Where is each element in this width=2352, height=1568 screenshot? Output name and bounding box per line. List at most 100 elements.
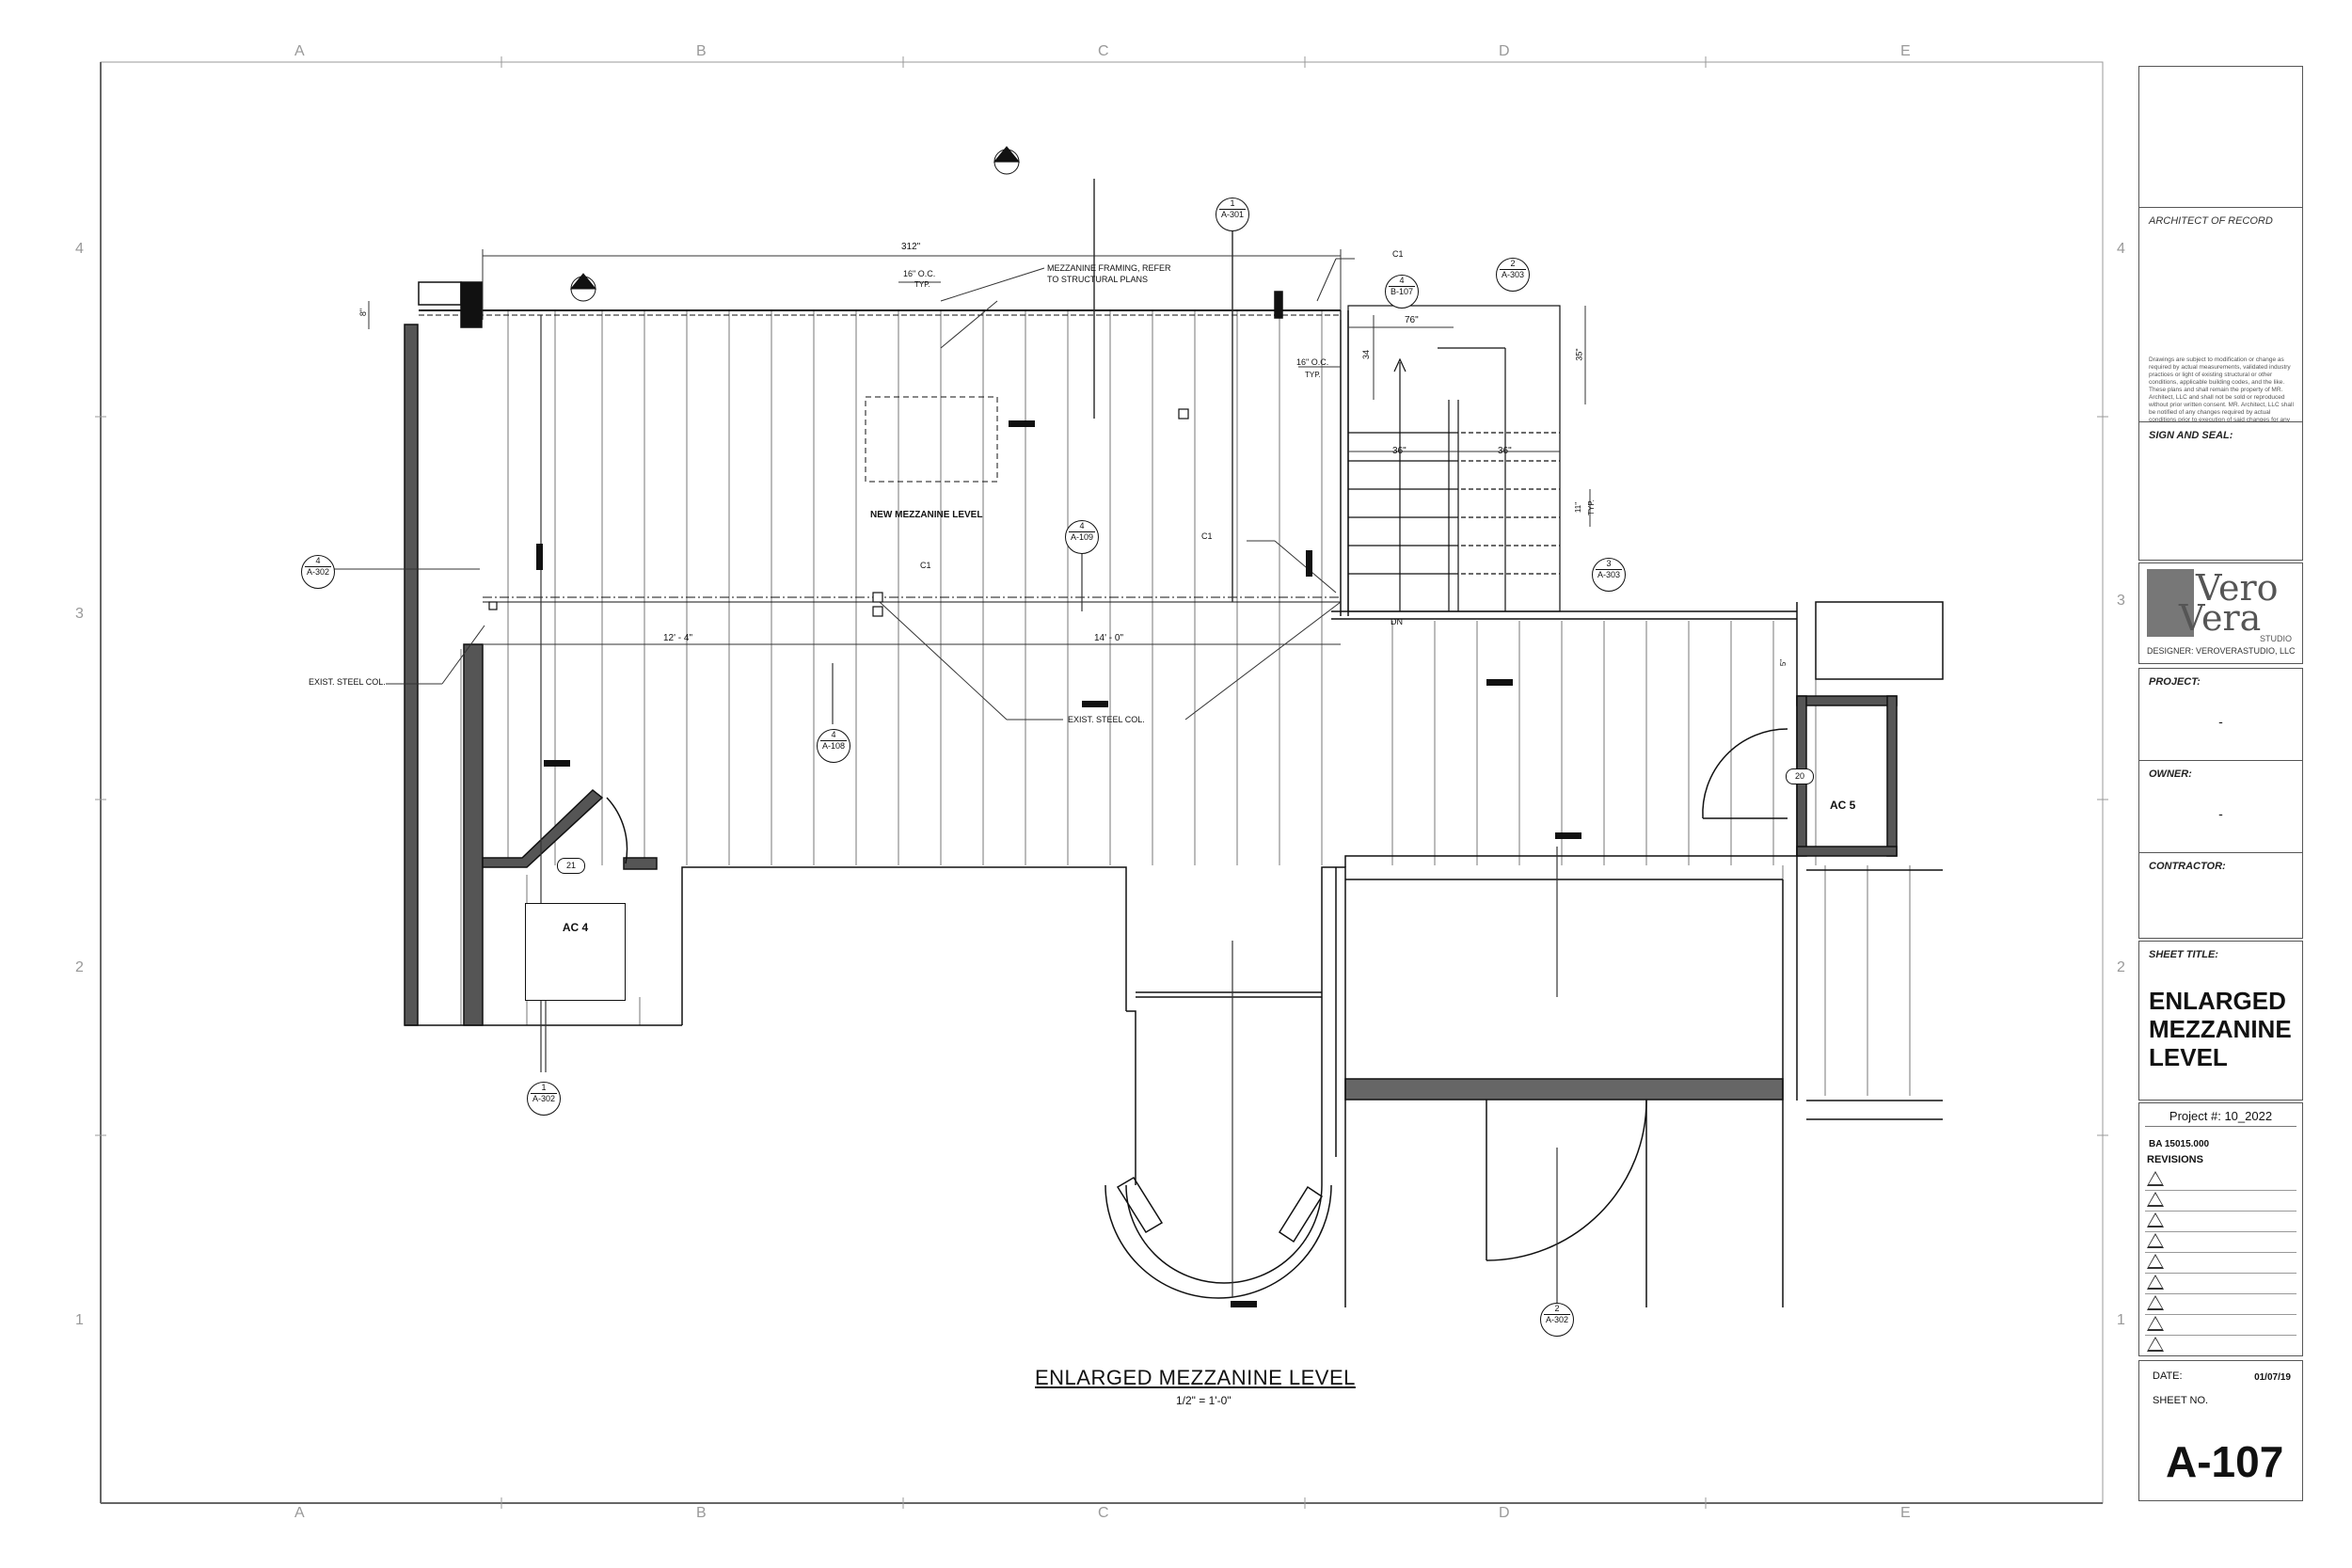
- note-new-level: NEW MEZZANINE LEVEL: [870, 510, 983, 520]
- marker-top-1: [993, 146, 1021, 175]
- note-dn: DN: [1391, 617, 1403, 626]
- revision-row: [2145, 1271, 2296, 1294]
- drawing-border: [95, 56, 2108, 1509]
- tb-sheet-title: SHEET TITLE: ENLARGED MEZZANINE LEVEL: [2138, 941, 2303, 1101]
- sheet-title-label: SHEET TITLE:: [2149, 949, 2218, 960]
- project-value: -: [2218, 714, 2223, 729]
- section-marker-a302-left: 4 A-302: [299, 555, 337, 589]
- tb-logo: Vero Vera STUDIO DESIGNER: VEROVERASTUDI…: [2138, 562, 2303, 664]
- designer-label: DESIGNER: VEROVERASTUDIO, LLC: [2147, 646, 2296, 656]
- section-marker-a303-top: 2 A-303: [1494, 258, 1532, 292]
- grid-col-d-top: D: [1499, 43, 1510, 59]
- marker-num: 4: [1399, 276, 1405, 285]
- sheet-title: ENLARGED MEZZANINE LEVEL: [2149, 987, 2292, 1071]
- marker-sheet: A-303: [1596, 569, 1622, 579]
- dim-14-0: 14' - 0": [1094, 633, 1124, 643]
- sign-label: SIGN AND SEAL:: [2149, 430, 2233, 441]
- revision-row: [2145, 1229, 2296, 1253]
- marker-sheet: A-302: [531, 1093, 557, 1103]
- marker-sheet: A-108: [820, 740, 847, 751]
- dim-typ-right: TYP.: [1305, 371, 1321, 379]
- note-c1-c: C1: [920, 561, 931, 570]
- project-label: PROJECT:: [2149, 676, 2201, 688]
- tb-revisions: Project #: 10_2022 BA 15015.000 REVISION…: [2138, 1102, 2303, 1356]
- architect-label: ARCHITECT OF RECORD: [2149, 215, 2273, 227]
- grid-col-e-top: E: [1900, 43, 1911, 59]
- revision-triangle-icon: [2147, 1295, 2164, 1310]
- grid-col-c-top: C: [1098, 43, 1109, 59]
- marker-sheet: B-107: [1389, 286, 1415, 296]
- revision-triangle-icon: [2147, 1212, 2164, 1227]
- note-exist-col-center: EXIST. STEEL COL.: [1068, 715, 1145, 724]
- building-outline: [405, 281, 1944, 1307]
- section-marker-a302-right: 2 A-302: [1538, 1303, 1576, 1337]
- marker-num: 3: [1606, 559, 1612, 568]
- owner-value: -: [2218, 806, 2223, 821]
- grid-col-a-bottom: A: [294, 1505, 305, 1521]
- grid-row-1-left: 1: [75, 1312, 84, 1328]
- marker-sheet: A-302: [1544, 1314, 1570, 1324]
- section-marker-a303-right: 3 A-303: [1590, 558, 1628, 592]
- logo-studio: STUDIO: [2260, 634, 2293, 643]
- marker-num: 2: [1510, 259, 1516, 268]
- dim-35: 35": [1574, 348, 1584, 361]
- revision-row: [2145, 1188, 2296, 1212]
- disclaimer-text: Drawings are subject to modification or …: [2149, 356, 2294, 431]
- note-c1-b: C1: [1201, 531, 1213, 541]
- room-ac4-label: AC 4: [562, 921, 589, 934]
- marker-sheet: A-301: [1219, 209, 1246, 219]
- drawing-title: ENLARGED MEZZANINE LEVEL: [1035, 1366, 1356, 1389]
- dimension-lines: [320, 179, 1591, 1307]
- tb-project: PROJECT: -: [2138, 668, 2303, 762]
- room-ac5-label: AC 5: [1830, 799, 1856, 812]
- room-ac5-tag: 20: [1786, 768, 1814, 784]
- marker-top-2: [569, 273, 597, 302]
- revision-triangle-icon: [2147, 1171, 2164, 1186]
- section-marker-b107: 4 B-107: [1383, 275, 1421, 309]
- marker-sheet: A-109: [1069, 531, 1095, 542]
- walls: [404, 281, 1898, 1101]
- section-marker-a301: 1 A-301: [1214, 198, 1251, 231]
- room-ac4-tag: 21: [557, 858, 585, 874]
- grid-row-2-left: 2: [75, 959, 84, 975]
- note-exist-col-left: EXIST. STEEL COL.: [309, 677, 386, 687]
- dim-joist-spacing-right: 16" O.C.: [1296, 357, 1329, 367]
- revision-row: [2145, 1291, 2296, 1315]
- grid-col-b-bottom: B: [696, 1505, 707, 1521]
- mezzanine-beams: [419, 309, 1349, 616]
- marker-num: 2: [1554, 1304, 1560, 1313]
- section-marker-a108: 4 A-108: [815, 729, 852, 763]
- marker-num: 4: [315, 556, 321, 565]
- dim-12-4: 12' - 4": [663, 633, 693, 643]
- dim-riser: 11": [1574, 501, 1583, 514]
- dim-joist-spacing: 16" O.C.: [903, 269, 936, 278]
- columns: [488, 408, 1189, 617]
- dim-typ: TYP.: [914, 280, 930, 289]
- grid-col-d-bottom: D: [1499, 1505, 1510, 1521]
- owner-label: OWNER:: [2149, 768, 2192, 780]
- marker-sheet: A-302: [305, 566, 331, 577]
- dim-8: 8": [358, 308, 369, 317]
- note-framing-1: MEZZANINE FRAMING, REFER: [1047, 263, 1171, 273]
- grid-row-4-left: 4: [75, 241, 84, 257]
- revision-row: [2145, 1333, 2296, 1355]
- room-ac4: AC 4: [525, 903, 626, 1001]
- tb-sheet-number: DATE: 01/07/19 SHEET NO. A-107: [2138, 1360, 2303, 1501]
- revision-row: [2145, 1167, 2296, 1191]
- revision-triangle-icon: [2147, 1337, 2164, 1352]
- grid-row-2-right: 2: [2117, 959, 2125, 975]
- revision-row: [2145, 1250, 2296, 1274]
- section-cut-marks: [536, 420, 1581, 1307]
- sheet-no-label: SHEET NO.: [2153, 1395, 2209, 1406]
- contractor-label: CONTRACTOR:: [2149, 861, 2226, 872]
- grid-row-1-right: 1: [2117, 1312, 2125, 1328]
- dim-overall: 312": [901, 242, 921, 252]
- revision-triangle-icon: [2147, 1316, 2164, 1331]
- note-c1-a: C1: [1392, 249, 1404, 259]
- marker-num: 4: [831, 730, 836, 739]
- marker-num: 1: [541, 1083, 547, 1092]
- sheet-number: A-107: [2166, 1437, 2284, 1486]
- tb-architect: ARCHITECT OF RECORD Drawings are subject…: [2138, 207, 2303, 431]
